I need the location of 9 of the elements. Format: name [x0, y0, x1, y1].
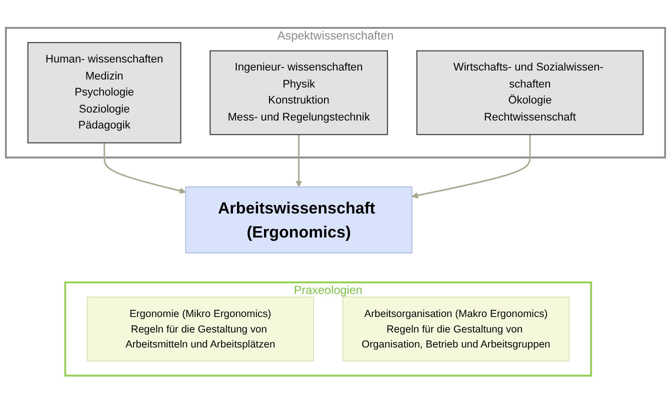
node-box: Human- wissenschaften Medizin Psychologie Soziologie Pädagogik	[27, 42, 182, 144]
node-box: Ingenieur- wissenschaften Physik Konstruktion Mess- und Regelungstechnik	[210, 50, 388, 135]
node-box: Wirtschafts- und Sozialwissen- schaften Ökologie Rechtwissenschaft	[416, 50, 644, 135]
node-box: Arbeitsorganisation (Makro Ergonomics) Regeln für die Gestaltung von Organisation, Betrieb und Arbeitsgruppen	[342, 296, 570, 362]
node-box: Arbeitswissenschaft (Ergonomics)	[185, 186, 412, 254]
arrow	[296, 134, 302, 187]
node-box: Ergonomie (Mikro Ergonomics) Regeln für die Gestaltung von Arbeitsmitteln und Arbeitsplätzen	[86, 296, 314, 362]
arrow	[412, 134, 531, 198]
arrow	[104, 142, 186, 194]
